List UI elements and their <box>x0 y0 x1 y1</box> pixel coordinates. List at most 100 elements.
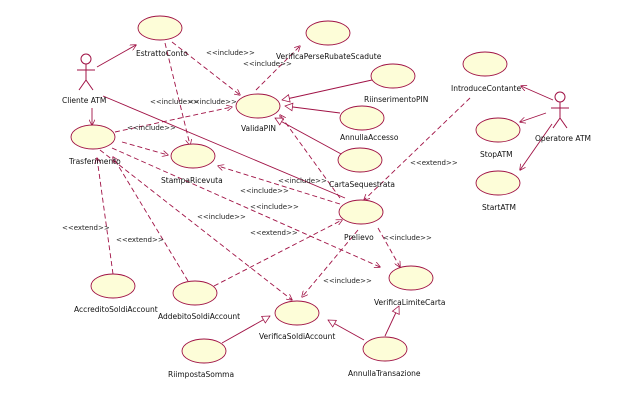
include-estrattoconto-validapin <box>171 41 240 95</box>
label-include: <<include>> <box>383 234 432 242</box>
usecase-label: AccreditoSoldiAccount <box>74 305 158 314</box>
include-trasferimento-verificasoldi <box>99 149 292 300</box>
gen-cartasequestrata-validapin <box>275 118 344 156</box>
usecase-shape <box>362 336 408 362</box>
usecase-verificaperserubatescadute[interactable]: VerificaPerseRubateScadute <box>276 20 382 61</box>
usecase-stopatm[interactable]: StopATM <box>475 117 521 159</box>
connectors <box>92 41 554 344</box>
actor-label: Cliente ATM <box>62 96 106 105</box>
usecase-shape <box>370 63 416 89</box>
label-extend: <<extend>> <box>116 236 164 244</box>
usecase-riimpostasomma[interactable]: RiimpostaSomma <box>168 338 234 379</box>
usecase-shape <box>338 199 384 225</box>
usecase-startatm[interactable]: StartATM <box>475 170 521 212</box>
gen-annullatransazione-verificalimite <box>384 306 399 337</box>
usecase-prelievo[interactable]: Prelievo <box>338 199 384 242</box>
label-include: <<include>> <box>188 98 237 106</box>
label-include: <<include>> <box>243 60 292 68</box>
usecase-shape <box>475 170 521 196</box>
usecase-label: IntroduceContante <box>451 84 521 93</box>
include-trasferimento-stamparicevuta <box>121 141 168 155</box>
usecase-label: VerificaLimiteCarta <box>374 298 445 307</box>
usecase-verificalimitecarta[interactable]: VerificaLimiteCarta <box>374 265 445 307</box>
usecase-label: EstrattoConto <box>136 49 188 58</box>
usecase-shape <box>70 124 116 150</box>
usecase-shape <box>339 105 385 131</box>
label-extend: <<extend>> <box>410 159 458 167</box>
stick-figure-icon <box>551 91 569 129</box>
usecase-label: StopATM <box>480 150 513 159</box>
usecase-label: Prelievo <box>344 233 374 242</box>
extend-introducecontante-prelievo <box>364 97 471 200</box>
actor-label: Operatore ATM <box>535 134 591 143</box>
usecase-shape <box>475 117 521 143</box>
usecase-label: StartATM <box>482 203 516 212</box>
usecase-cartasequestrata[interactable]: CartaSequestrata <box>329 147 395 189</box>
usecase-label: CartaSequestrata <box>329 180 395 189</box>
label-include: <<include>> <box>127 124 176 132</box>
usecase-label: RiinserimentoPIN <box>364 95 428 104</box>
label-extend: <<extend>> <box>250 229 298 237</box>
stick-figure-icon <box>77 53 95 91</box>
usecase-shape <box>388 265 434 291</box>
assoc-operatore-introducecontante <box>521 86 554 101</box>
extend-addebito-prelievo <box>213 220 342 287</box>
usecase-addebitosoldiaccount[interactable]: AddebitoSoldiAccount <box>158 280 240 321</box>
usecase-introducecontante[interactable]: IntroduceContante <box>451 51 521 93</box>
usecase-riinserimentopin[interactable]: RiinserimentoPIN <box>364 63 428 104</box>
include-prelievo-verificasoldi <box>302 229 359 297</box>
extend-addebito-trasferimento <box>113 157 189 282</box>
assoc-cliente-estrattoconto <box>96 45 136 68</box>
assoc-cliente-prelievo <box>102 95 346 199</box>
usecase-accreditosoldiaccount[interactable]: AccreditoSoldiAccount <box>74 273 158 314</box>
assoc-operatore-startatm <box>520 123 553 170</box>
usecase-label: AddebitoSoldiAccount <box>158 312 240 321</box>
usecase-verificasoldiaccount[interactable]: VerificaSoldiAccount <box>259 300 335 341</box>
usecase-label: StampaRicevuta <box>161 176 223 185</box>
usecase-annullatransazione[interactable]: AnnullaTransazione <box>348 336 421 378</box>
usecase-shape <box>90 273 136 299</box>
gen-annullatransazione-verificasoldi <box>328 320 365 341</box>
label-include: <<include>> <box>206 49 255 57</box>
usecase-label: VerificaSoldiAccount <box>259 332 335 341</box>
usecase-label: AnnullaTransazione <box>348 369 421 378</box>
include-trasferimento-verificalimitecarta <box>111 147 380 267</box>
usecase-label: VerificaPerseRubateScadute <box>276 52 382 61</box>
gen-riinserimento-validapin <box>282 79 373 100</box>
usecase-label: RiimpostaSomma <box>168 370 234 379</box>
usecase-shape <box>170 143 216 169</box>
usecase-shape <box>337 147 383 173</box>
usecase-shape <box>172 280 218 306</box>
usecase-validapin[interactable]: ValidaPIN <box>235 93 281 133</box>
gen-annullaaccesso-validapin <box>285 106 341 114</box>
actor-operatore-atm[interactable]: Operatore ATM <box>535 91 591 143</box>
include-prelievo-validapin <box>280 115 341 199</box>
assoc-operatore-stopatm <box>520 112 547 122</box>
label-include: <<include>> <box>150 98 199 106</box>
label-extend: <<extend>> <box>62 224 110 232</box>
include-estrattoconto-stamparicevuta <box>164 42 190 145</box>
usecase-shape <box>462 51 508 77</box>
usecase-estrattoconto[interactable]: EstrattoConto <box>136 15 188 58</box>
usecase-annullaaccesso[interactable]: AnnullaAccesso <box>339 105 399 142</box>
usecase-stamparicevuta[interactable]: StampaRicevuta <box>161 143 223 185</box>
actor-cliente-atm[interactable]: Cliente ATM <box>62 53 106 105</box>
usecase-shape <box>235 93 281 119</box>
include-prelievo-stamparicevuta <box>218 166 341 205</box>
gen-riimpostasomma-verificasoldi <box>221 316 270 344</box>
label-include: <<include>> <box>323 277 372 285</box>
usecase-shape <box>137 15 183 41</box>
label-include: <<include>> <box>197 213 246 221</box>
extend-accredito-trasferimento <box>97 158 114 275</box>
usecase-label: ValidaPIN <box>241 124 276 133</box>
usecase-shape <box>274 300 320 326</box>
include-validapin-verificaperse <box>255 46 300 91</box>
label-include: <<include>> <box>240 187 289 195</box>
usecase-trasferimento[interactable]: Trasferimento <box>68 124 121 166</box>
usecase-shape <box>305 20 351 46</box>
include-trasferimento-validapin <box>114 107 232 133</box>
usecase-label: Trasferimento <box>68 157 121 166</box>
stereotype-labels: <<include>> <<include>> <<include>> <<in… <box>62 49 458 285</box>
